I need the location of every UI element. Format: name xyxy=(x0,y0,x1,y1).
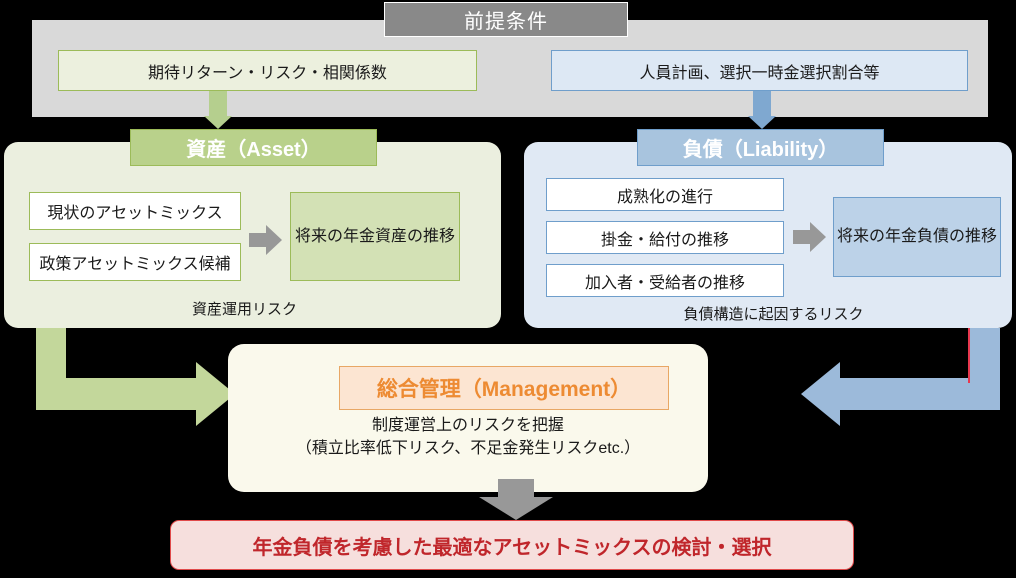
arrow-right-icon xyxy=(249,225,282,255)
asset-panel-title: 資産（Asset） xyxy=(130,129,377,166)
connector-arrowhead xyxy=(204,116,232,129)
liability-item-members-recipients: 加入者・受給者の推移 xyxy=(546,264,784,297)
liability-risk-label: 負債構造に起因するリスク xyxy=(683,305,864,323)
connector-arrowhead xyxy=(748,116,776,129)
liability-panel-title: 負債（Liability） xyxy=(637,129,884,166)
connector-stem xyxy=(209,91,227,116)
assumption-box-asset-inputs: 期待リターン・リスク・相関係数 xyxy=(58,50,477,91)
flow-arrow-liability-to-management xyxy=(801,328,1000,426)
management-description-line-2: （積立比率低下リスク、不足金発生リスクetc.） xyxy=(295,440,641,458)
liability-item-maturation: 成熟化の進行 xyxy=(546,178,784,211)
connector-arrow-down-blue xyxy=(748,91,776,129)
assumptions-title: 前提条件 xyxy=(384,2,628,37)
asset-item-policy-mix-candidate: 政策アセットミックス候補 xyxy=(29,243,241,281)
liability-item-contribution-benefit: 掛金・給付の推移 xyxy=(546,221,784,254)
arrow-right-icon xyxy=(793,222,826,252)
liability-result-box: 将来の年金負債の推移 xyxy=(833,197,1001,277)
conclusion-box: 年金負債を考慮した最適なアセットミックスの検討・選択 xyxy=(170,520,854,570)
asset-result-box: 将来の年金資産の推移 xyxy=(290,192,460,281)
assumption-box-liability-inputs: 人員計画、選択一時金選択割合等 xyxy=(551,50,968,91)
asset-item-current-mix: 現状のアセットミックス xyxy=(29,192,241,230)
arrow-down-icon xyxy=(479,479,553,520)
asset-risk-label: 資産運用リスク xyxy=(191,300,297,318)
connector-stem xyxy=(753,91,771,116)
management-description-line-1: 制度運営上のリスクを把握 xyxy=(371,417,564,434)
flow-arrow-asset-to-management xyxy=(36,328,235,426)
management-description: 制度運営上のリスクを把握 （積立比率低下リスク、不足金発生リスクetc.） xyxy=(248,414,688,460)
connector-arrow-down-green xyxy=(204,91,232,129)
management-title: 総合管理（Management） xyxy=(339,366,669,410)
